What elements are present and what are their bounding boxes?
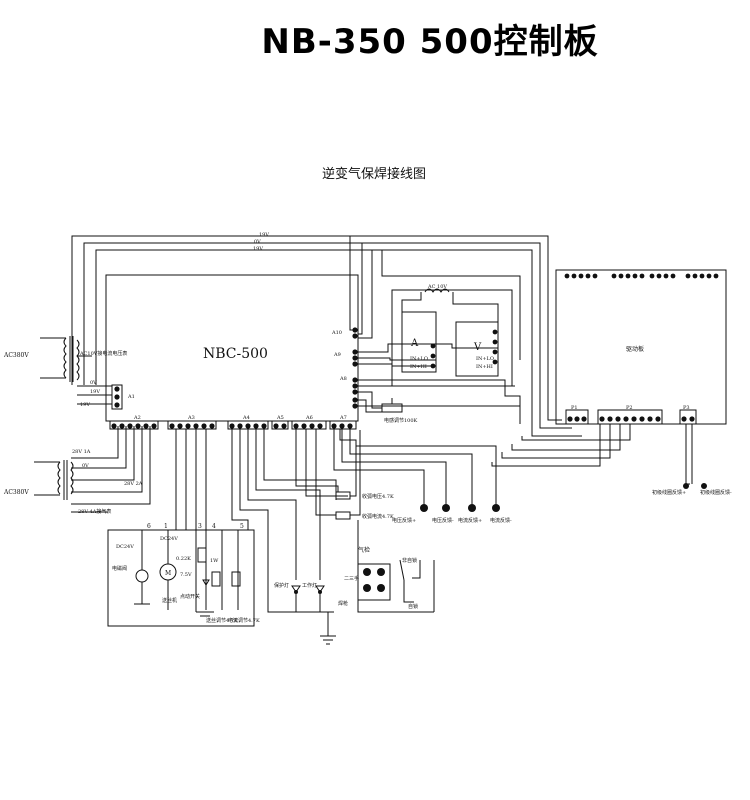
sub-box-supply-2: DC24V	[160, 536, 178, 542]
arc-current-pot	[335, 511, 351, 520]
sub-pin-6: 6	[147, 523, 151, 530]
switch-self-lock: 非自锁	[402, 557, 417, 564]
inductance-pot	[381, 403, 403, 413]
main-board-label: NBC-500	[203, 346, 268, 362]
tap-0v: 0V	[90, 380, 97, 386]
tap-0v-b: 0V	[82, 463, 89, 469]
connector-a7: A7	[339, 415, 347, 421]
sub-motor-name: 送丝机	[162, 597, 177, 604]
connector-p3: P3	[683, 405, 690, 411]
connector-a10: A10	[331, 330, 342, 336]
switch-lock: 自锁	[408, 603, 418, 610]
page-title: NB-350 500控制板	[261, 22, 599, 62]
sub-zener-2: 1W	[210, 558, 219, 564]
sub-pin-3: 3	[198, 523, 202, 530]
voltmeter-pin-hi: IN+HI	[476, 364, 493, 370]
connector-a4: A4	[242, 415, 250, 421]
lamp-work: 工作灯	[302, 582, 317, 589]
ammeter-pin-lo: IN+LO	[410, 356, 428, 362]
connector-a3: A3	[187, 415, 195, 421]
connector-pins	[111, 273, 719, 594]
tap-19v-b: 19V	[80, 402, 90, 408]
primary-feedback-minus: 初级线圈反馈-	[700, 489, 732, 496]
feedback-terminals	[420, 483, 707, 512]
sub-box-supply: DC24V	[116, 544, 134, 550]
pot-arc-voltage: 收弧电压4.7K	[362, 493, 394, 500]
wire-feed-box	[107, 529, 255, 627]
sub-pot-1: 送丝调节4.7K	[206, 617, 238, 624]
tap-19v-a: 19V	[90, 389, 100, 395]
sub-switch-name: 点动开关	[180, 593, 200, 600]
connector-p1: P1	[571, 405, 578, 411]
connector-a9: A9	[333, 352, 341, 358]
connector-a2: A2	[133, 415, 141, 421]
voltmeter-label: V	[473, 342, 482, 353]
gas-valve-icon	[135, 569, 149, 583]
tap-28v-2a: 28V 2A	[124, 481, 143, 487]
sub-motor: M	[165, 570, 171, 577]
bus-label-1: 19V	[259, 232, 269, 238]
tap-28v-1a: 28V 1A	[72, 449, 91, 455]
voltmeter-pin-lo: IN+LO	[476, 356, 494, 362]
lamp-icons	[202, 579, 325, 593]
diagram-title: 逆变气保焊接线图	[322, 166, 426, 182]
switch-torch: 焊枪	[338, 600, 348, 607]
ammeter-box	[401, 311, 437, 373]
connector-a8: A8	[339, 376, 347, 382]
transformer-secondary: AC10V接电流电压表	[79, 350, 127, 357]
feedback-voltage-minus: 电压反馈-	[432, 517, 454, 524]
feedback-current-plus: 电流反馈+	[458, 517, 482, 524]
lamp-protect: 保护灯	[274, 582, 289, 589]
sub-zener: 7.5V	[180, 572, 192, 578]
meter-supply: AC 10V	[427, 284, 447, 290]
ac-input-bottom: AC380V	[3, 489, 29, 496]
connector-p2: P2	[626, 405, 633, 411]
ammeter-pin-hi: IN+HI	[410, 364, 427, 370]
connector-a5: A5	[276, 415, 284, 421]
ac-input-top: AC380V	[3, 352, 29, 359]
sub-pin-1: 1	[164, 523, 168, 530]
bus-label-2: 0V	[254, 239, 261, 245]
drive-board-label: 驱动板	[626, 345, 644, 353]
sub-resistor: 0.22K	[176, 556, 191, 562]
feedback-current-minus: 电流反馈-	[490, 517, 512, 524]
primary-feedback-plus: 初级线圈反馈+	[652, 489, 686, 496]
sub-valve: 电磁阀	[112, 565, 127, 572]
switch-two-four: 二三手	[344, 575, 359, 582]
sub-pot-2: 电流调节4.7K	[228, 617, 260, 624]
connector-a6: A6	[305, 415, 313, 421]
sub-pin-4: 4	[212, 523, 216, 530]
bus-label-3: 19V	[253, 246, 263, 252]
pot-inductance: 电感调节100K	[384, 417, 418, 424]
voltmeter-box	[455, 321, 499, 377]
sub-pin-5: 5	[240, 523, 244, 530]
connector-a1: A1	[127, 394, 135, 400]
pot-arc-current: 收弧电流4.7K	[362, 513, 394, 520]
torch-switch-block	[357, 563, 391, 601]
tap-28v-4a: 28V 4A接气表	[78, 508, 111, 515]
switch-gas-check: 气检	[358, 546, 370, 554]
ammeter-label: A	[410, 338, 419, 349]
feedback-voltage-plus: 电压反馈+	[392, 517, 416, 524]
